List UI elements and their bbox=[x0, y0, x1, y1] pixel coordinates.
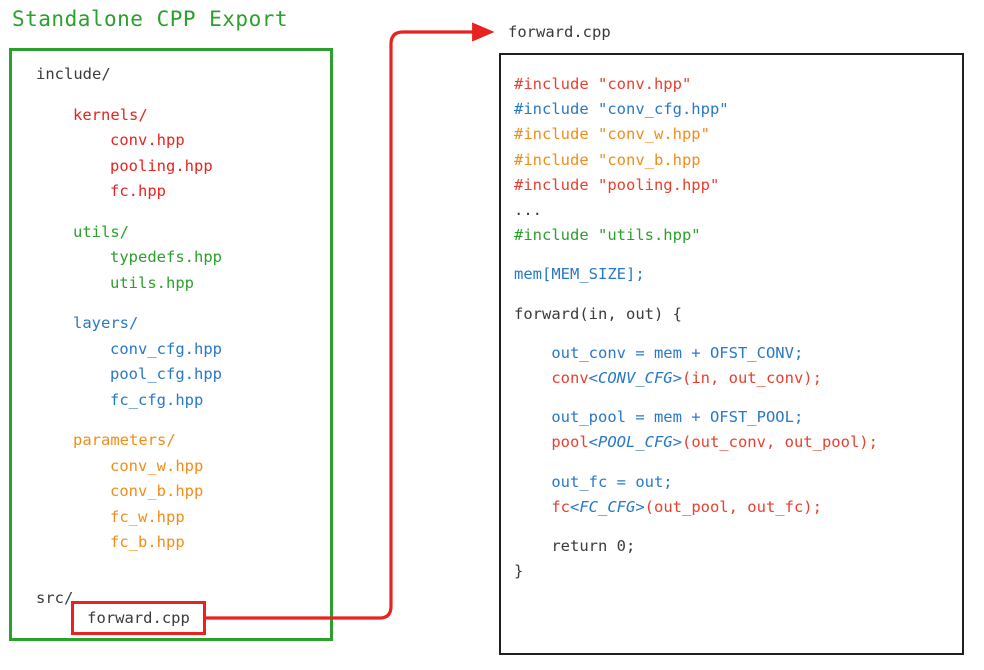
code-line: fc<FC_CFG>(out_pool, out_fc); bbox=[514, 495, 878, 520]
tree-item[interactable]: kernels/ bbox=[73, 105, 148, 124]
tree-spacer bbox=[36, 88, 222, 103]
code-line: #include "conv.hpp" bbox=[514, 72, 878, 97]
tree-item[interactable]: utils.hpp bbox=[110, 273, 194, 292]
code-line: out_pool = mem + OFST_POOL; bbox=[514, 405, 878, 430]
code-token: conv bbox=[514, 369, 589, 388]
tree-item[interactable]: pool_cfg.hpp bbox=[110, 365, 222, 383]
code-line: return 0; bbox=[514, 534, 878, 559]
code-token: out_pool = mem + OFST_POOL; bbox=[514, 408, 804, 427]
tree-item[interactable]: conv.hpp bbox=[110, 131, 185, 149]
code-token: (out_pool, out_fc); bbox=[644, 497, 822, 516]
code-line: forward(in, out) { bbox=[514, 302, 878, 327]
file-tree-box: include/ kernels/conv.hpp pooling.hpp fc.h… bbox=[9, 48, 333, 641]
tree-item[interactable]: parameters/ bbox=[73, 431, 176, 449]
tree-spacer bbox=[36, 205, 222, 220]
code-line: out_conv = mem + OFST_CONV; bbox=[514, 341, 878, 366]
tree-item[interactable]: utils/ bbox=[73, 222, 129, 241]
code-token: fc bbox=[514, 497, 570, 516]
tree-item[interactable]: conv_w.hpp bbox=[110, 456, 204, 475]
code-token: #include "conv.hpp" bbox=[514, 75, 692, 93]
code-blank-line bbox=[514, 391, 878, 405]
code-token: #include "conv_b.hpp bbox=[514, 150, 701, 169]
code-template-param: <FC_CFG> bbox=[570, 497, 645, 516]
highlighted-file-forward-cpp[interactable]: forward.cpp bbox=[71, 601, 206, 635]
code-token: pool bbox=[514, 433, 589, 452]
tree-item[interactable]: pooling.hpp bbox=[110, 156, 213, 175]
code-line: ... bbox=[514, 198, 878, 223]
file-tree-list: include/ kernels/conv.hpp pooling.hpp fc.h… bbox=[36, 62, 222, 611]
page-title: Standalone CPP Export bbox=[12, 7, 289, 31]
tree-spacer bbox=[36, 413, 222, 428]
code-token: forward(in, out) { bbox=[514, 304, 682, 323]
code-panel-label: forward.cpp bbox=[508, 23, 611, 41]
tree-item[interactable]: conv_b.hpp bbox=[110, 482, 204, 500]
code-line: #include "conv_w.hpp" bbox=[514, 122, 878, 147]
tree-spacer bbox=[36, 556, 222, 571]
tree-item[interactable]: typedefs.hpp bbox=[110, 248, 222, 266]
code-line: conv<CONV_CFG>(in, out_conv); bbox=[514, 366, 878, 391]
code-token: mem[MEM_SIZE]; bbox=[514, 265, 645, 284]
code-token: #include "conv_w.hpp" bbox=[514, 125, 710, 144]
tree-item[interactable]: fc.hpp bbox=[110, 182, 166, 200]
code-blank-line bbox=[514, 327, 878, 341]
tree-item[interactable]: conv_cfg.hpp bbox=[110, 339, 222, 358]
code-token: (in, out_conv); bbox=[681, 369, 822, 388]
tree-item[interactable]: src/ bbox=[36, 588, 74, 607]
code-line: mem[MEM_SIZE]; bbox=[514, 262, 878, 287]
code-token: out_conv = mem + OFST_CONV; bbox=[514, 343, 804, 362]
code-template-param: <CONV_CFG> bbox=[588, 369, 682, 388]
code-blank-line bbox=[514, 520, 878, 534]
code-line: out_fc = out; bbox=[514, 470, 878, 495]
tree-item[interactable]: fc_cfg.hpp bbox=[110, 390, 204, 409]
code-line: #include "conv_cfg.hpp" bbox=[514, 97, 878, 122]
code-token: ... bbox=[514, 201, 542, 220]
code-token: (out_conv, out_pool); bbox=[681, 433, 878, 452]
tree-spacer bbox=[36, 571, 222, 586]
code-line: pool<POOL_CFG>(out_conv, out_pool); bbox=[514, 430, 878, 455]
tree-item[interactable]: layers/ bbox=[73, 314, 139, 332]
code-token: #include "conv_cfg.hpp" bbox=[514, 100, 729, 119]
code-listing: #include "conv.hpp" #include "conv_cfg.hp… bbox=[514, 72, 878, 584]
code-line: #include "pooling.hpp" bbox=[514, 173, 878, 198]
tree-item[interactable]: fc_b.hpp bbox=[110, 533, 185, 551]
tree-item[interactable]: fc_w.hpp bbox=[110, 507, 185, 526]
tree-item[interactable]: include/ bbox=[36, 65, 111, 83]
code-token: } bbox=[514, 562, 524, 581]
code-blank-line bbox=[514, 288, 878, 302]
code-line: #include "conv_b.hpp bbox=[514, 148, 878, 173]
code-panel-box: #include "conv.hpp" #include "conv_cfg.hp… bbox=[499, 53, 964, 655]
code-line: } bbox=[514, 559, 878, 584]
code-token: out_fc = out; bbox=[514, 472, 673, 491]
code-token: #include "pooling.hpp" bbox=[514, 175, 720, 194]
tree-spacer bbox=[36, 296, 222, 311]
code-blank-line bbox=[514, 456, 878, 470]
code-token: return 0; bbox=[514, 537, 636, 556]
code-line: #include "utils.hpp" bbox=[514, 223, 878, 248]
code-template-param: <POOL_CFG> bbox=[588, 433, 682, 452]
code-blank-line bbox=[514, 248, 878, 262]
code-token: #include "utils.hpp" bbox=[514, 226, 701, 245]
